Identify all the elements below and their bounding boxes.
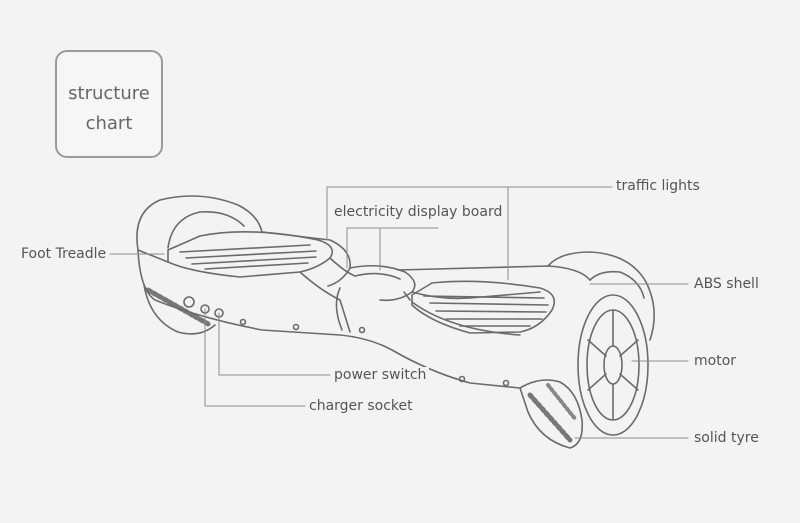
label-traffic-lights: traffic lights bbox=[616, 178, 700, 194]
leader-lines bbox=[109, 186, 689, 439]
label-display-board: electricity display board bbox=[331, 204, 506, 220]
label-foot-treadle: Foot Treadle bbox=[21, 246, 107, 262]
label-solid-tyre: solid tyre bbox=[694, 430, 759, 446]
left-wheel bbox=[143, 284, 216, 335]
label-power-switch: power switch bbox=[331, 367, 430, 383]
title-line-2: chart bbox=[85, 113, 133, 134]
side-ports bbox=[183, 296, 510, 387]
title-line-1: structure bbox=[68, 83, 150, 104]
solid-tyre bbox=[519, 379, 584, 449]
label-motor: motor bbox=[694, 353, 737, 369]
right-fender bbox=[547, 251, 655, 341]
right-wheel bbox=[577, 294, 649, 436]
label-charger-socket: charger socket bbox=[309, 398, 413, 414]
label-abs-shell: ABS shell bbox=[694, 276, 759, 292]
main-body bbox=[137, 231, 591, 389]
title-box: structure chart bbox=[55, 50, 163, 158]
right-foot-treadle bbox=[411, 280, 556, 334]
left-foot-treadle bbox=[167, 231, 334, 278]
left-fender bbox=[136, 195, 263, 251]
